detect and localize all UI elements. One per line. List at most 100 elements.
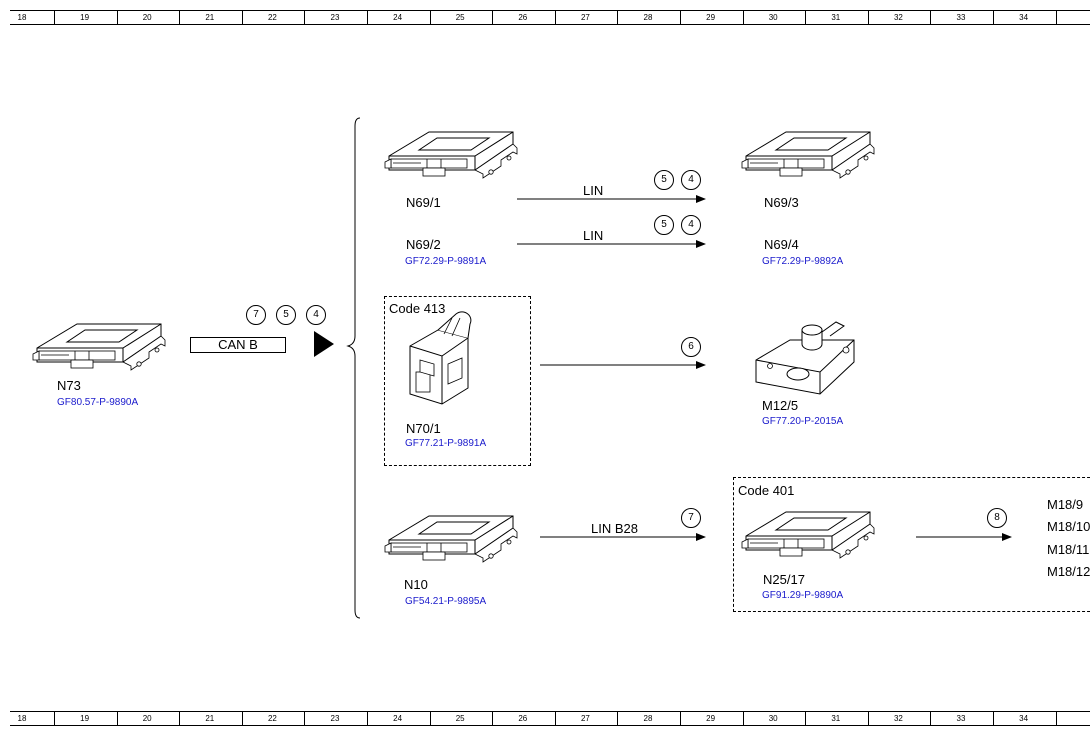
code413-circle: 6 xyxy=(681,337,701,357)
ruler-tick xyxy=(492,11,494,24)
lin2-circle-1: 5 xyxy=(654,215,674,235)
n70-1-ref-link[interactable]: GF77.21-P-9891A xyxy=(405,438,487,449)
m18-item: M18/10 xyxy=(1047,519,1090,534)
ruler-tick xyxy=(367,712,368,725)
ruler-number: 33 xyxy=(956,13,966,22)
linb28-circle: 7 xyxy=(681,508,701,528)
ruler-tick xyxy=(617,11,619,24)
n70-1-unit-drawing xyxy=(409,311,472,405)
n10-ref-link[interactable]: GF54.21-P-9895A xyxy=(405,596,487,607)
ruler-tick xyxy=(429,712,431,725)
ruler-tick xyxy=(993,11,994,24)
ruler-number: 32 xyxy=(893,714,903,723)
ruler-number: 29 xyxy=(706,13,716,22)
ruler-tick xyxy=(554,712,556,725)
n73-unit-drawing xyxy=(32,323,166,371)
ruler-number: 27 xyxy=(580,13,590,22)
ruler-number: 33 xyxy=(956,714,966,723)
code401-option-box xyxy=(733,477,1090,612)
ruler-tick xyxy=(241,712,243,725)
n69-2-ref-link[interactable]: GF72.29-P-9891A xyxy=(405,256,487,267)
linb28-label: LIN B28 xyxy=(591,521,638,536)
ruler-number: 19 xyxy=(80,714,90,723)
n10-label: N10 xyxy=(404,577,428,592)
n25-17-label: N25/17 xyxy=(763,572,805,587)
ruler-tick xyxy=(805,712,807,725)
ruler-number: 23 xyxy=(330,714,340,723)
ruler-tick xyxy=(930,11,932,24)
canb-arrowhead xyxy=(314,331,334,357)
n69-1-label: N69/1 xyxy=(406,195,441,210)
n73-label: N73 xyxy=(57,378,81,393)
n69-2-label: N69/2 xyxy=(406,237,441,252)
m18-list: M18/9 M18/10 M18/11 M18/12 xyxy=(1047,497,1090,587)
lin2-circle-2: 4 xyxy=(681,215,701,235)
canb-circle-1: 7 xyxy=(246,305,266,325)
n69-3-unit-drawing xyxy=(741,131,875,179)
ruler-tick xyxy=(54,11,55,24)
n70-1-label: N70/1 xyxy=(406,421,441,436)
ruler-number: 29 xyxy=(706,714,716,723)
ruler-tick xyxy=(429,11,431,24)
ruler-tick xyxy=(116,712,118,725)
ruler-number: 28 xyxy=(643,714,653,723)
ruler-tick xyxy=(241,11,243,24)
m12-5-ref-link[interactable]: GF77.20-P-2015A xyxy=(762,416,844,427)
n25-17-ref-link[interactable]: GF91.29-P-9890A xyxy=(762,590,844,601)
code413-option-box xyxy=(384,296,531,466)
ruler-tick xyxy=(116,11,118,24)
ruler-tick xyxy=(742,11,744,24)
m12-5-label: M12/5 xyxy=(762,398,799,413)
m12-5-actuator-drawing xyxy=(755,321,855,395)
distribution-brace xyxy=(346,117,361,619)
n69-4-label: N69/4 xyxy=(764,237,799,252)
m18-item: M18/11 xyxy=(1047,542,1090,557)
ruler-number: 26 xyxy=(518,13,528,22)
n69-3-label: N69/3 xyxy=(764,195,799,210)
canb-circle-3: 4 xyxy=(306,305,326,325)
ruler-number: 27 xyxy=(580,714,590,723)
canb-circle-2: 5 xyxy=(276,305,296,325)
ruler-tick xyxy=(1055,712,1057,725)
ruler-number: 18 xyxy=(17,714,27,723)
ruler-tick xyxy=(680,11,681,24)
ruler-tick xyxy=(179,11,181,24)
ruler-number: 32 xyxy=(893,13,903,22)
ruler-number: 28 xyxy=(643,13,653,22)
ruler-tick xyxy=(617,712,619,725)
canb-label: CAN B xyxy=(190,337,286,353)
ruler-number: 22 xyxy=(267,13,277,22)
ruler-tick xyxy=(993,712,994,725)
ruler-number: 23 xyxy=(330,13,340,22)
ruler-number: 24 xyxy=(393,13,403,22)
ruler-tick xyxy=(492,712,494,725)
ruler-number: 25 xyxy=(455,13,465,22)
ruler-number: 31 xyxy=(831,714,841,723)
ruler-number: 19 xyxy=(80,13,90,22)
ruler-tick xyxy=(742,712,744,725)
ruler-number: 31 xyxy=(831,13,841,22)
ruler-number: 30 xyxy=(768,13,778,22)
ruler-number: 21 xyxy=(205,714,215,723)
ruler-number: 21 xyxy=(205,13,215,22)
ruler-tick xyxy=(680,712,681,725)
ruler-number: 34 xyxy=(1019,714,1029,723)
n10-unit-drawing xyxy=(384,515,518,563)
n69-4-ref-link[interactable]: GF72.29-P-9892A xyxy=(762,256,844,267)
ruler-tick xyxy=(54,712,55,725)
ruler-tick xyxy=(1055,11,1057,24)
ruler-number: 34 xyxy=(1019,13,1029,22)
ruler-number: 22 xyxy=(267,714,277,723)
n69-1-unit-drawing xyxy=(384,131,518,179)
m18-item: M18/9 xyxy=(1047,497,1084,512)
n73-ref-link[interactable]: GF80.57-P-9890A xyxy=(57,397,139,408)
code401-label: Code 401 xyxy=(738,483,795,498)
ruler-tick xyxy=(554,11,556,24)
lin1-label: LIN xyxy=(583,183,604,198)
ruler-number: 26 xyxy=(518,714,528,723)
ruler-tick xyxy=(867,712,869,725)
ruler-number: 25 xyxy=(455,714,465,723)
ruler-number: 20 xyxy=(142,13,152,22)
